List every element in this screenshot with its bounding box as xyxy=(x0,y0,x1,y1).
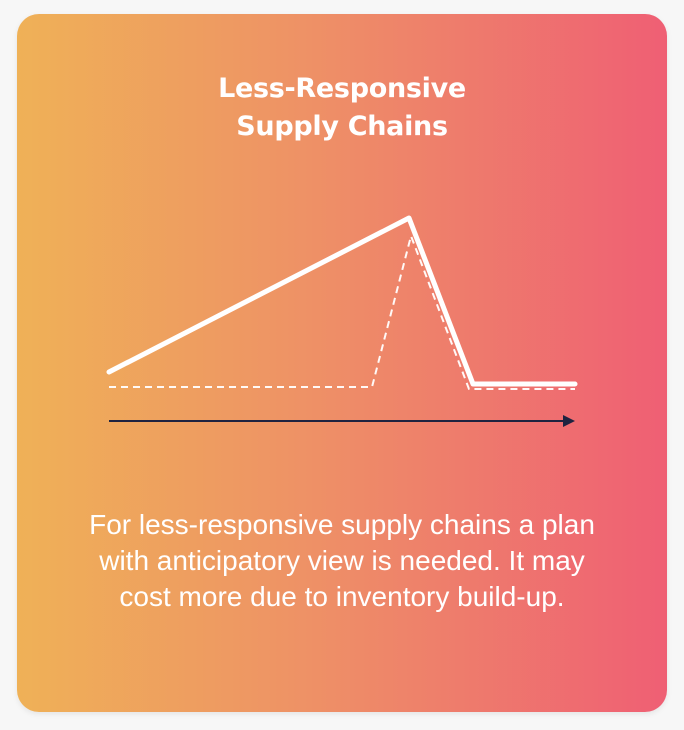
info-card: Less-Responsive Supply Chains For less-r… xyxy=(17,14,667,712)
card-title-line-1: Less-Responsive xyxy=(218,73,466,104)
arrow-right-icon xyxy=(563,415,575,427)
supply-demand-diagram xyxy=(106,215,578,427)
demand-curve xyxy=(109,235,575,390)
supply-curve xyxy=(106,215,578,387)
card-title-line-2: Supply Chains xyxy=(236,111,448,142)
card-title: Less-Responsive Supply Chains xyxy=(17,70,667,146)
card-description: For less-responsive supply chains a plan… xyxy=(89,509,595,612)
